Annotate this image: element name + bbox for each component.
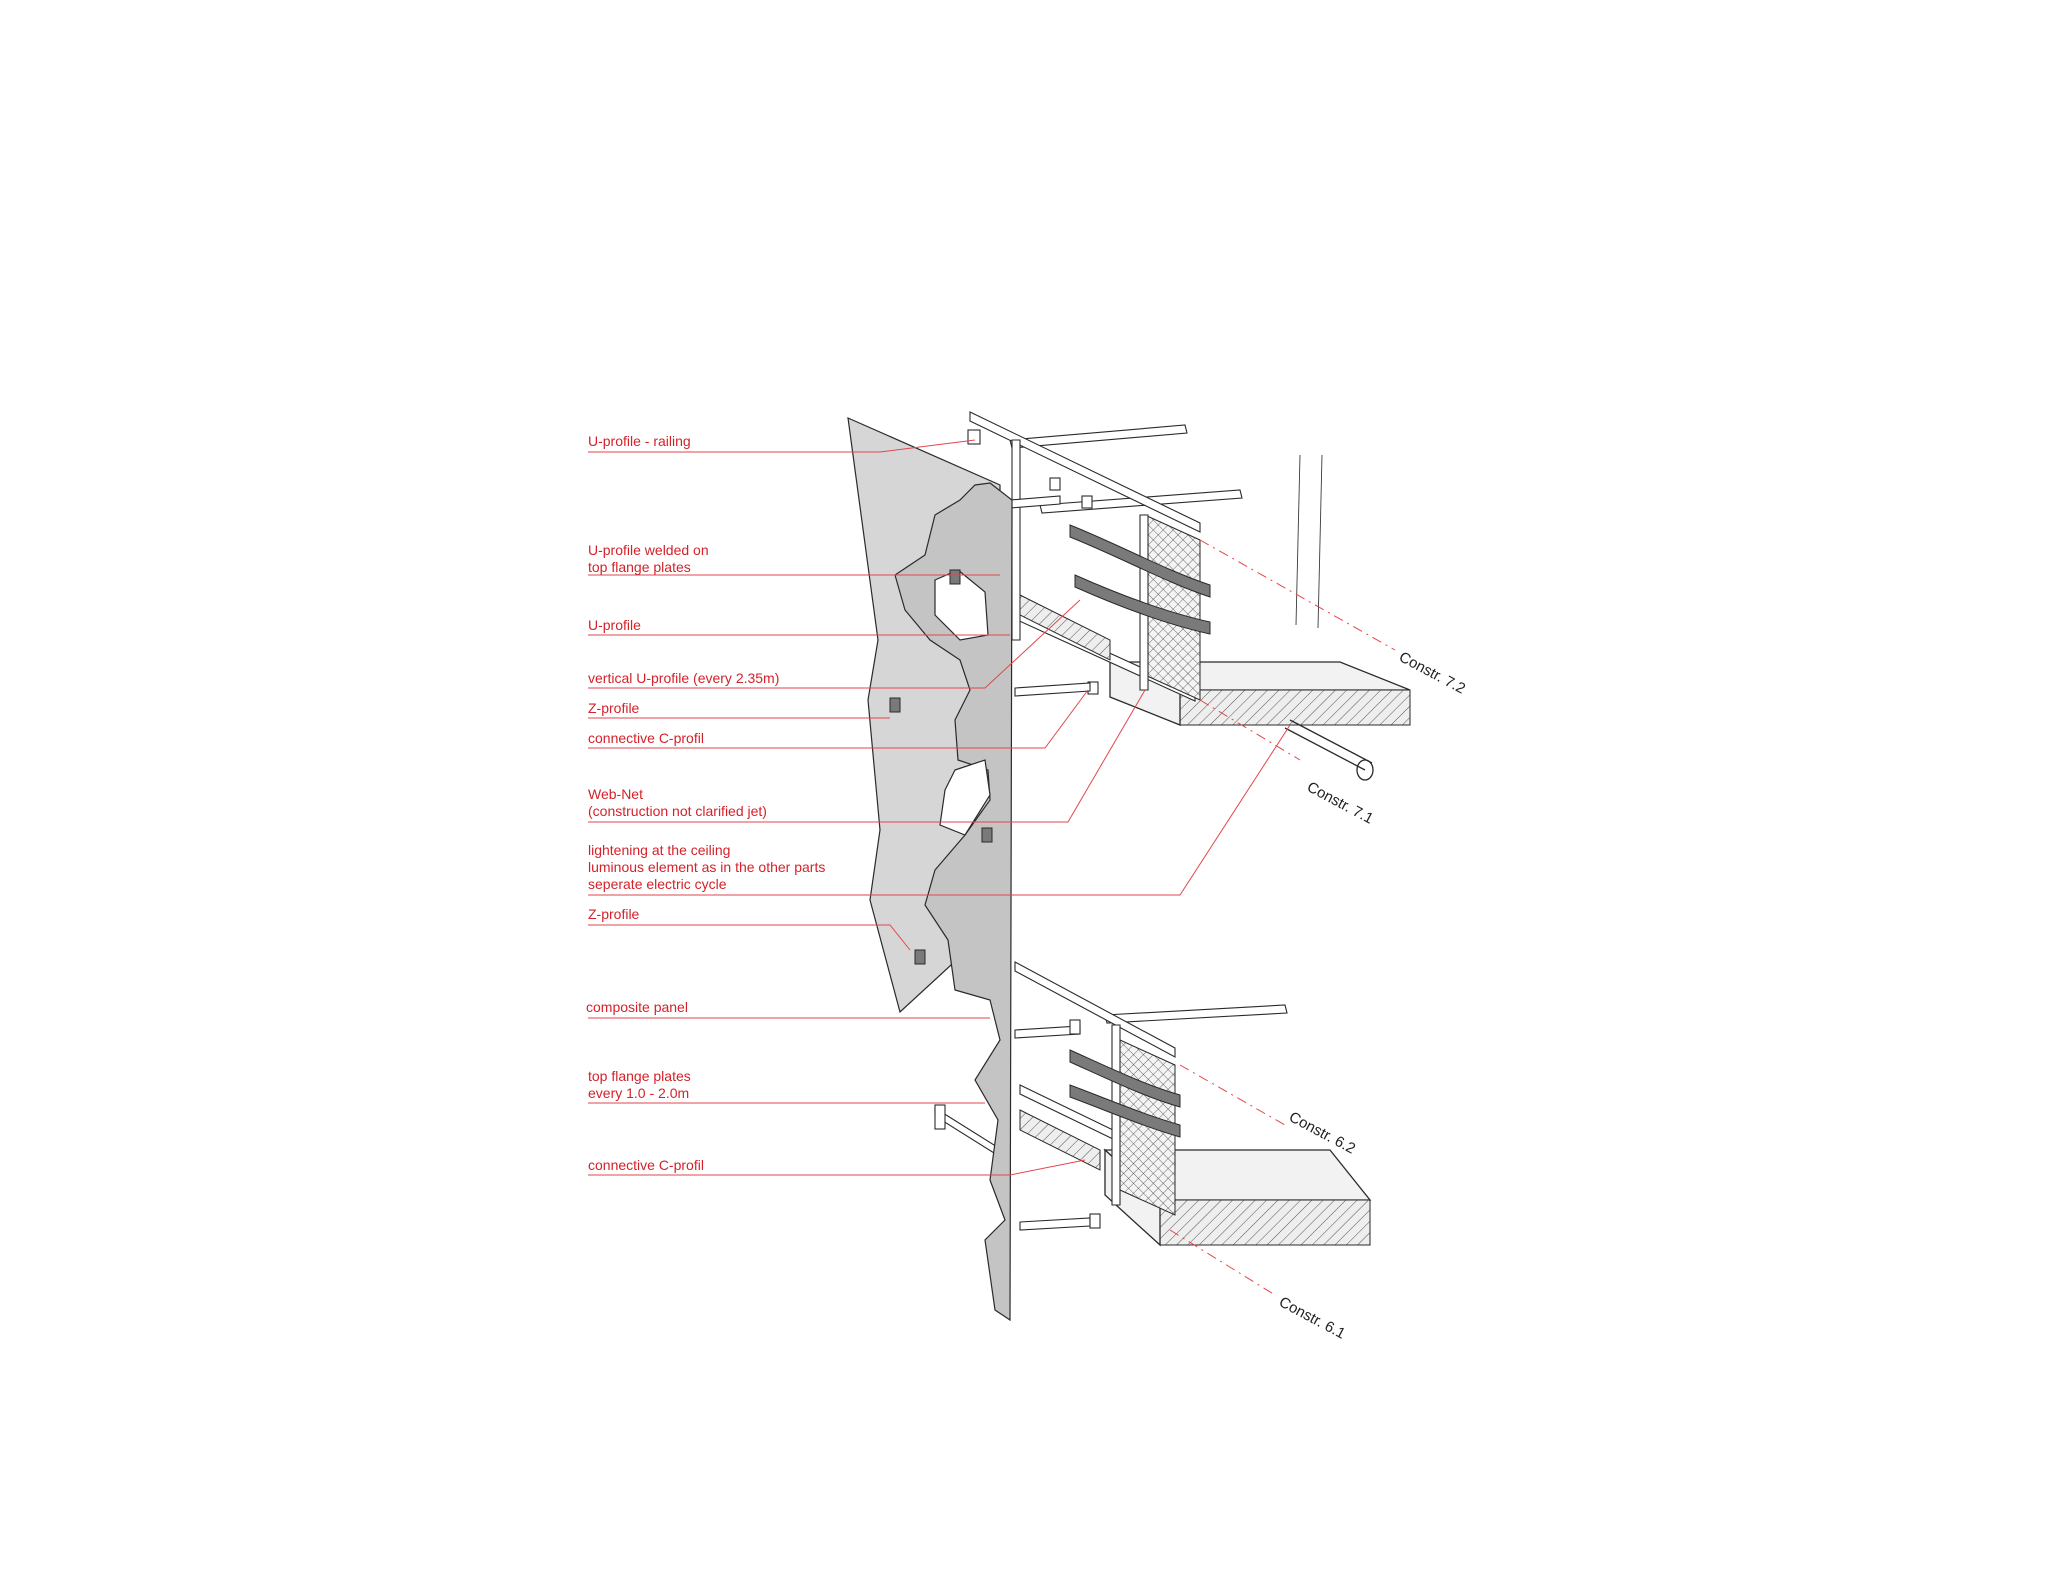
leader-web-net (588, 689, 1146, 823)
label-top-flange-2: every 1.0 - 2.0m (588, 1085, 689, 1101)
label-u-profile-welded-1: U-profile welded on (588, 542, 709, 558)
slab-edge-lower (1159, 1199, 1371, 1246)
luminous-element-upper (1069, 524, 1211, 598)
label-lightening-3: seperate electric cycle (588, 876, 727, 892)
label-top-flange-1: top flange plates (588, 1068, 691, 1084)
constr-7-1-line (1199, 699, 1301, 761)
label-connective-c-top: connective C-profil (588, 730, 704, 746)
railing-top-rail-upper (969, 411, 1201, 533)
luminous-element-lower-2 (1069, 1084, 1181, 1138)
ceiling-strip-lower (1019, 1109, 1101, 1171)
label-u-profile: U-profile (588, 617, 641, 633)
bracket-upper-3 (1081, 495, 1093, 509)
label-u-profile-railing: U-profile - railing (588, 433, 691, 449)
annotation-labels: U-profile - railing U-profile welded on … (586, 433, 825, 1173)
leader-u-profile-railing (588, 439, 976, 453)
bracket-lower-1 (934, 1104, 946, 1130)
lighting-tube-end-upper (1356, 759, 1374, 781)
c-profil-lower (1019, 1217, 1091, 1231)
leader-lightening (588, 724, 1291, 896)
label-composite-panel: composite panel (586, 999, 688, 1015)
label-lightening-2: luminous element as in the other parts (588, 859, 825, 875)
leader-z-profile-mid (588, 924, 911, 951)
construction-lines (1169, 539, 1396, 1296)
label-lightening-1: lightening at the ceiling (588, 842, 730, 858)
rail-bar-upper-1 (1009, 424, 1188, 449)
label-web-net-1: Web-Net (588, 786, 643, 802)
u-profile-block (949, 569, 961, 585)
leader-lines (588, 439, 1291, 1176)
luminous-element-lower (1069, 1049, 1181, 1108)
bracket-upper-2 (1049, 477, 1061, 491)
z-profile-block-right (981, 827, 993, 843)
panel-cutout-2 (939, 759, 991, 836)
column-lines-upper (1295, 454, 1323, 629)
luminous-element-upper-2 (1074, 574, 1211, 635)
z-profile-block-top (889, 697, 901, 713)
label-z-profile-top: Z-profile (588, 700, 640, 716)
label-connective-c-bottom: connective C-profil (588, 1157, 704, 1173)
slab-edge-upper (1179, 689, 1411, 726)
composite-panels (847, 417, 1013, 1322)
label-u-profile-welded-2: top flange plates (588, 559, 691, 575)
bracket-lower-2 (1089, 1213, 1101, 1229)
tag-constr-6-1: Constr. 6.1 (1276, 1294, 1348, 1343)
constr-7-2-line (1199, 539, 1396, 651)
leader-vertical-u-profile (588, 599, 1081, 689)
leader-connective-c-bottom (588, 1159, 1086, 1176)
composite-panel-front (894, 482, 1013, 1322)
z-profile-block-mid (914, 949, 926, 965)
c-profil-upper (1014, 682, 1091, 697)
leader-connective-c-top (588, 689, 1089, 749)
lower-floor-assembly (934, 961, 1372, 1247)
constr-6-2-line (1179, 1064, 1286, 1126)
bracket-upper-1 (967, 429, 981, 445)
ceiling-strip-upper (1019, 594, 1111, 661)
railing-top-rail-lower (1014, 961, 1176, 1058)
rail-bar-lower-1 (1104, 1004, 1288, 1024)
upper-floor-assembly (967, 411, 1411, 781)
tag-constr-7-1: Constr. 7.1 (1304, 779, 1376, 828)
label-z-profile-mid: Z-profile (588, 906, 640, 922)
bracket-lower-3 (1069, 1019, 1081, 1035)
lighting-tube-upper (1284, 719, 1373, 771)
label-vertical-u-profile: vertical U-profile (every 2.35m) (588, 670, 779, 686)
label-web-net-2: (construction not clarified jet) (588, 803, 767, 819)
post-upper-1 (1011, 439, 1021, 641)
